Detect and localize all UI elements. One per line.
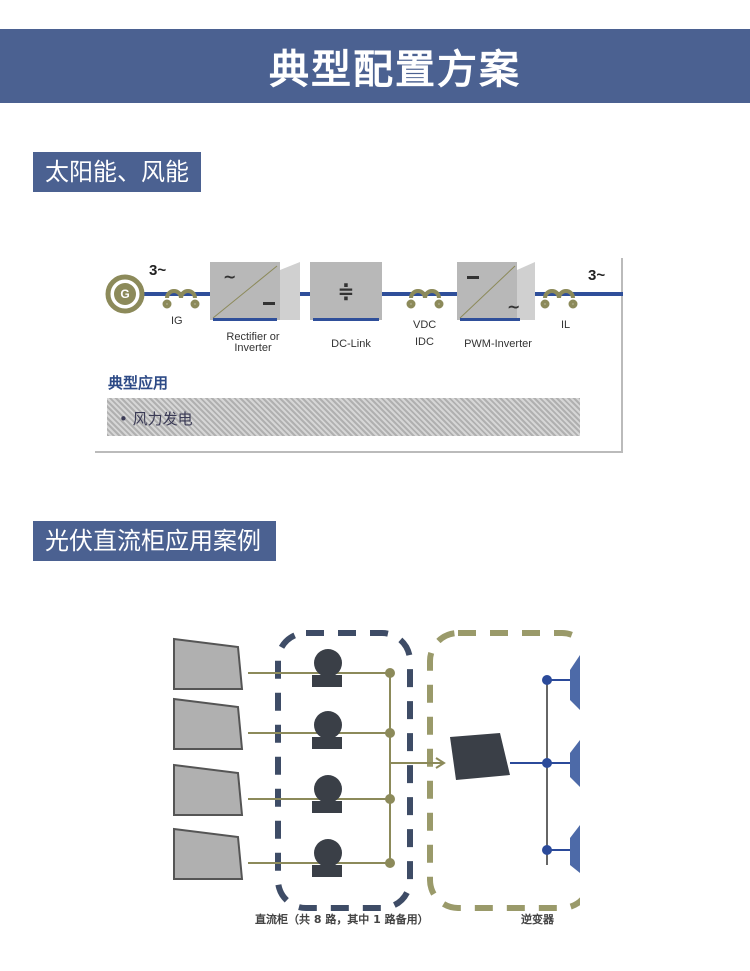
solar-panel-icon: [173, 697, 244, 750]
generator-icon: G: [105, 274, 145, 314]
current-sensor-icon: [314, 839, 342, 867]
dc-cabinet-caption: 直流柜（共 8 路，其中 1 路备用）: [255, 913, 429, 926]
input-phase-label: 3~: [149, 262, 166, 279]
idc-label: IDC: [415, 336, 434, 348]
ig-label: IG: [171, 315, 183, 327]
svg-text:~: ~: [507, 297, 520, 316]
current-sensor-coil-icon: [162, 289, 200, 309]
section-title-solar-wind: 太阳能、风能: [33, 152, 201, 192]
pv-dc-cabinet-diagram: [173, 630, 580, 911]
dc-link-label: DC-Link: [331, 338, 371, 350]
topology-diagram-card: G 3~ ~ ≑ ~: [95, 258, 623, 453]
rectifier-label-line1: Rectifier or: [226, 331, 280, 343]
pwm-inverter-block-icon: ~: [457, 262, 535, 321]
typical-applications-list: • 风力发电: [107, 398, 580, 436]
svg-text:~: ~: [223, 267, 236, 286]
inverter-sensor-icon: [450, 733, 510, 780]
voltage-sensor-coil-icon: [406, 289, 444, 309]
page-title-banner: 典型配置方案: [0, 29, 750, 103]
vdc-label: VDC: [413, 319, 437, 331]
dc-cabinet-boundary: [275, 630, 413, 911]
current-sensor-icon: [314, 711, 342, 739]
pv-string-row: [173, 637, 395, 690]
output-device-icon: [570, 740, 580, 787]
current-sensor-icon: [314, 649, 342, 677]
pv-string-row: [173, 763, 395, 816]
section-title-pv-dc-cabinet: 光伏直流柜应用案例: [33, 521, 276, 561]
inverter-boundary: [427, 630, 580, 911]
output-phase-label: 3~: [588, 267, 605, 284]
rectifier-block-icon: ~: [210, 262, 300, 321]
il-label: IL: [561, 319, 571, 331]
pwm-inverter-label: PWM-Inverter: [464, 338, 532, 350]
pv-string-row: [173, 827, 395, 880]
solar-panel-icon: [173, 827, 244, 880]
dc-link-block-icon: ≑: [310, 262, 382, 321]
typical-applications-title: 典型应用: [108, 374, 169, 392]
svg-text:≑: ≑: [338, 279, 355, 303]
topology-diagram: G 3~ ~ ≑ ~: [105, 262, 623, 321]
pv-string-row: [173, 697, 395, 750]
solar-panel-icon: [173, 763, 244, 816]
inverter-caption: 逆变器: [521, 913, 554, 926]
output-device-icon: [570, 655, 580, 710]
output-device-icon: [570, 825, 580, 873]
svg-text:G: G: [120, 287, 129, 301]
rectifier-label-line2: Inverter: [234, 342, 272, 354]
solar-panel-icon: [173, 637, 244, 690]
load-sensor-coil-icon: [540, 289, 578, 309]
page-title: 典型配置方案: [269, 47, 521, 93]
application-item: • 风力发电: [119, 410, 193, 428]
current-sensor-icon: [314, 775, 342, 803]
